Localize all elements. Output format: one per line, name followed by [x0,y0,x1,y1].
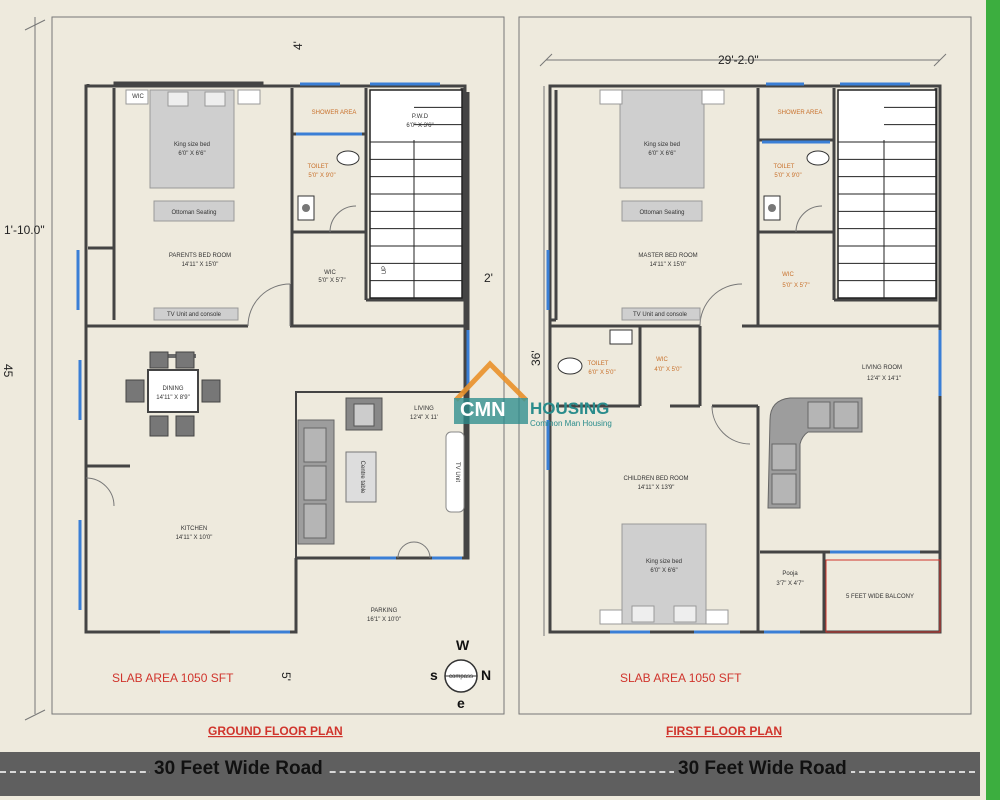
l-sofa-first [767,397,863,509]
gf-dim-height: 45 [1,364,15,378]
ff-toilet2-size: 6'0" X 5'0" [588,370,615,376]
watermark-brand: CMN [460,399,506,421]
gf-tv-unit-living-label: TV Unit [454,462,460,482]
ff-pooja-label: Pooja [782,571,798,577]
gf-title: GROUND FLOOR PLAN [208,724,343,738]
dining-table [125,351,221,437]
edge-strip [986,0,1000,800]
gf-living-label: LIVING [414,406,434,412]
gf-shower-label: SHOWER AREA [312,110,357,116]
compass-center: compass [449,674,473,680]
gf-dim-bottom: 5' [279,672,293,681]
tv-unit-console [153,307,239,321]
ff-slab-area: SLAB AREA 1050 SFT [620,671,742,685]
ff-bed2-size: 6'0" X 6'6" [650,568,677,574]
ff-bed2-label: King size bed [646,559,682,565]
road-label-right: 30 Feet Wide Road [674,758,851,780]
ff-children-bed-size: 14'11" X 13'9" [638,485,675,491]
gf-toilet-label: TOILET [308,164,329,170]
sofa-ground [297,419,335,545]
compass-w: W [456,637,470,653]
gf-tv-unit-label: TV Unit and console [167,312,222,318]
gf-dining-size: 14'11" X 8'9" [156,395,189,401]
gf-stair-up-label: UP [382,266,388,274]
gf-centre-table-label: Centre table [359,461,365,494]
ff-wic2-label: WIC [656,357,668,363]
ff-toilet-size: 5'0" X 9'0" [774,173,801,179]
gf-wic-label: WIC [132,94,144,100]
gf-dim-top: 4' [291,41,305,50]
watermark-tagline: Common Man Housing [530,419,612,428]
gf-kitchen-label: KITCHEN [181,526,207,532]
gf-parents-bed-size: 14'11" X 15'0" [182,262,219,268]
first-floor-frame [518,16,972,715]
ff-balcony-label: 5 FEET WIDE BALCONY [846,594,914,600]
ff-master-bed-size: 14'11" X 15'0" [650,262,687,268]
compass-e: e [457,695,465,711]
centre-table [345,451,377,503]
ff-wic-label: WIC [782,272,794,278]
ff-bed-label: King size bed [644,142,680,148]
gf-wic-size: 5'0" X 5'7" [318,278,345,284]
ff-toilet2-label: TOILET [588,361,609,367]
king-bed-master [619,89,705,189]
gf-wic-size-label: WIC [324,270,336,276]
gf-kitchen-size: 14'11" X 10'0" [176,535,213,541]
ff-wic-size: 5'0" X 5'7" [782,283,809,289]
ground-floor-frame [51,16,505,715]
ff-shower-label: SHOWER AREA [778,110,823,116]
tv-unit-living [445,431,465,513]
gf-ottoman-label: Ottoman Seating [171,210,216,216]
compass-n: N [481,667,491,683]
ff-bed-size: 6'0" X 6'6" [648,151,675,157]
plan-labels: WIC King size bed 6'0" X 6'6" Ottoman Se… [1,41,914,738]
ff-toilet-label: TOILET [774,164,795,170]
gf-slab-area: SLAB AREA 1050 SFT [112,671,234,685]
gf-dim-left: 1'-10.0" [4,223,45,237]
cmn-housing-watermark [454,360,528,424]
ff-pooja-size: 3'7" X 4'7" [776,581,803,587]
ground-floor-plan [76,81,478,693]
ff-title: FIRST FLOOR PLAN [666,724,782,738]
road-label-left: 30 Feet Wide Road [150,758,327,780]
ff-dim-left: 36' [529,350,543,366]
ff-master-bed-label: MASTER BED ROOM [638,253,697,259]
gf-bed-size: 6'0" X 6'6" [178,151,205,157]
ff-wic2-size: 4'0" X 5'0" [654,367,681,373]
gf-parents-bed-label: PARENTS BED ROOM [169,253,231,259]
gf-parking-label: PARKING [371,608,398,614]
compass-s: s [430,667,438,683]
ottoman-seating [153,200,235,222]
gf-dim-right: 2' [484,271,493,285]
gf-parking-size: 16'1" X 10'0" [367,617,401,623]
compass-icon [444,659,478,693]
ff-children-bed-label: CHILDREN BED ROOM [623,476,688,482]
first-floor-plan [296,53,947,636]
ff-living-label: LIVING ROOM [862,365,902,371]
gf-bed-label: King size bed [174,142,210,148]
ff-ottoman-label: Ottoman Seating [639,210,684,216]
road-centerline [0,771,975,773]
gf-pwd-label: P.W.D [412,114,429,120]
ff-living-size: 12'4" X 14'1" [867,376,901,382]
gf-living-size: 12'4" X 11' [410,415,438,421]
gf-dining-label: DINING [163,386,184,392]
ff-tv-unit-label: TV Unit and console [633,312,688,318]
gf-pwd-size: 6'0" X 3'6" [406,123,433,129]
ff-dim-top: 29'-2.0" [718,53,759,67]
watermark-brand2: HOUSING [530,399,609,418]
gf-toilet-size: 5'0" X 9'0" [308,173,335,179]
